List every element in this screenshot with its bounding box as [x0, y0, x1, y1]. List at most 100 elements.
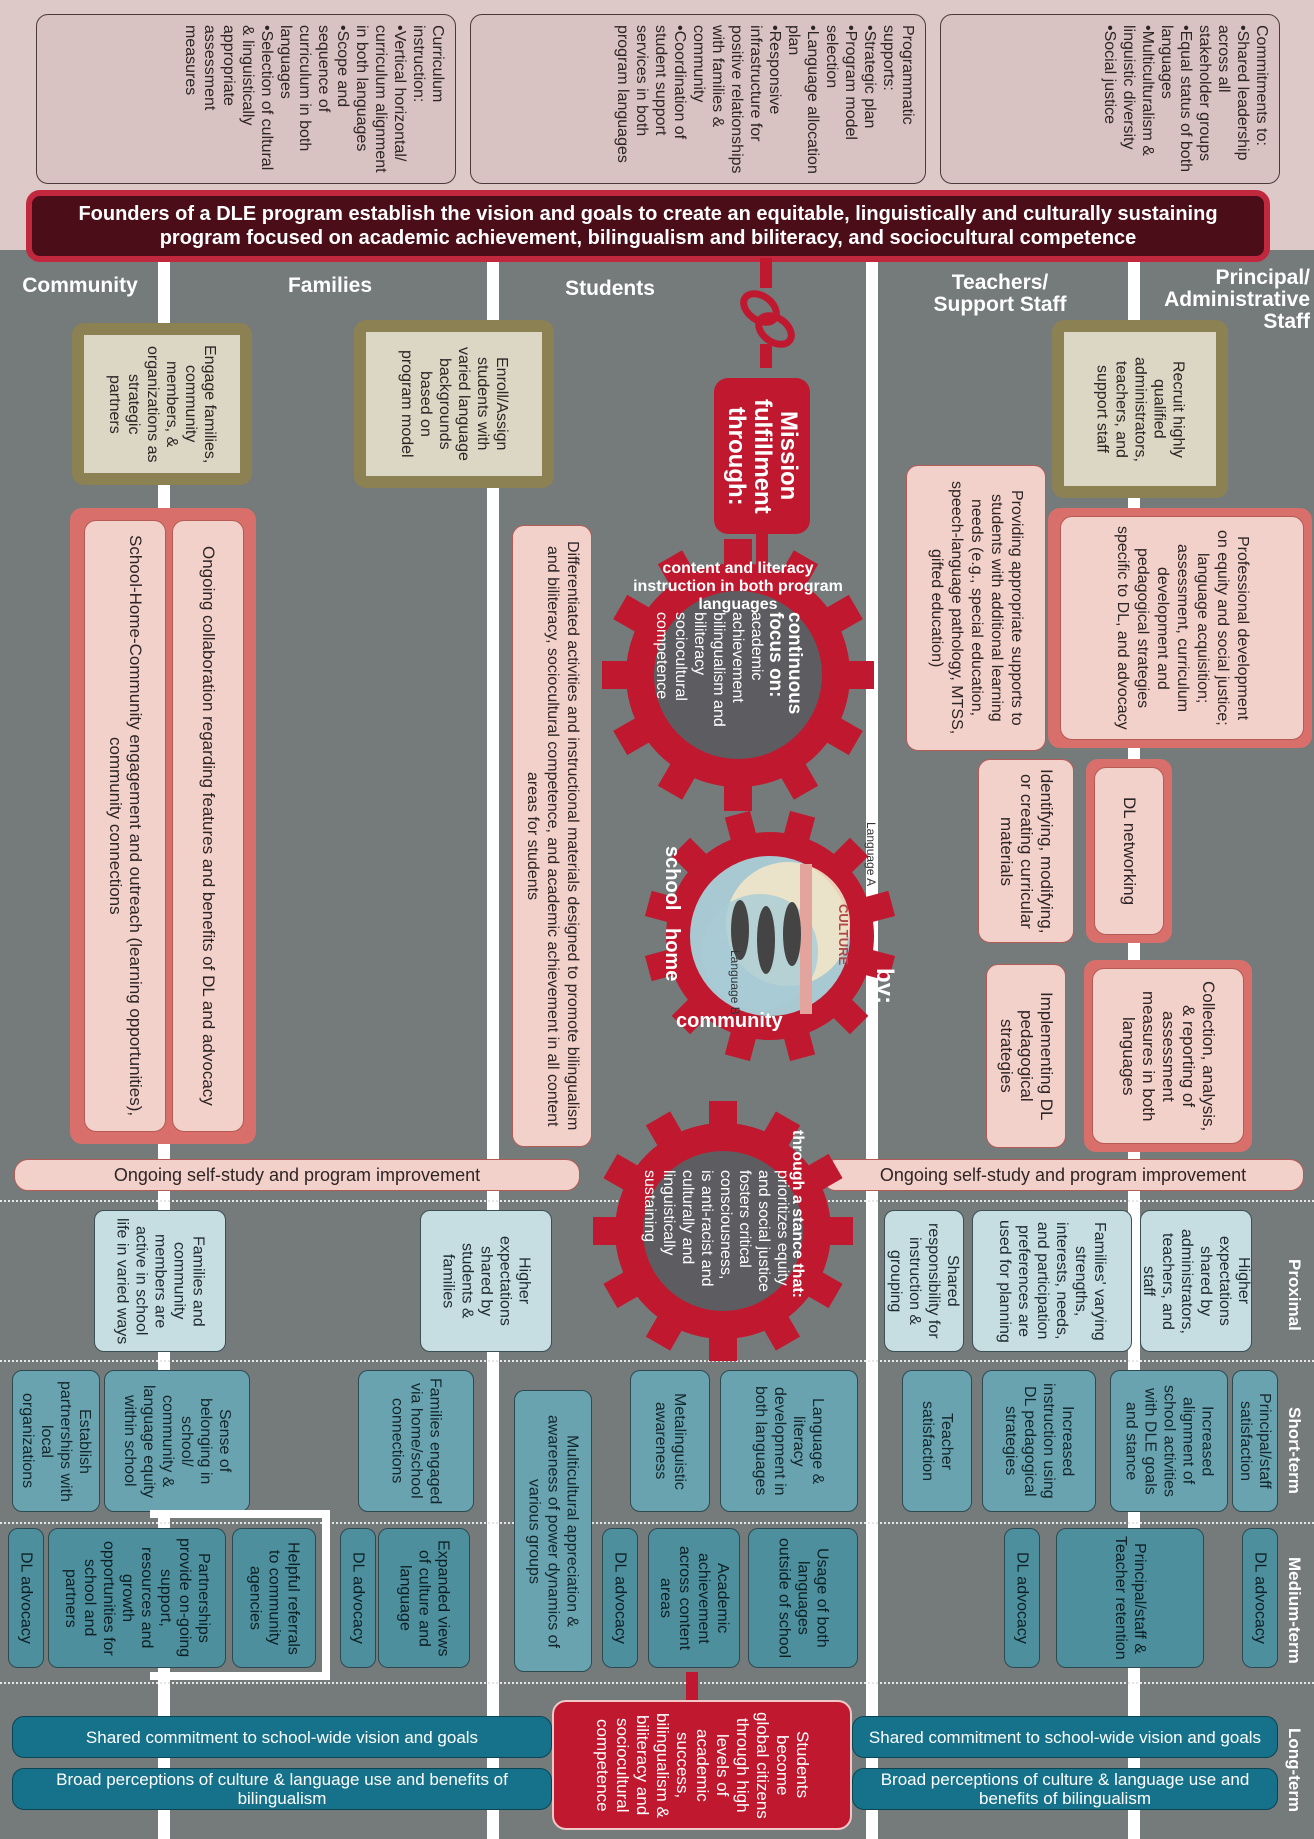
programmatic-label: Programmatic supports: [880, 25, 916, 125]
differentiated-activities-box: Differentiated activities and instructio… [512, 525, 592, 1147]
principal-satisfaction-box: Principal/staff satisfaction [1232, 1370, 1278, 1512]
curriculum-box: Curriculum instruction: Vertical horizon… [36, 14, 456, 184]
gear2-ring-community: community [676, 1010, 783, 1032]
curriculum-item: Scope and sequence of curriculum in both… [276, 25, 352, 175]
ongoing-collaboration-box: Ongoing collaboration regarding features… [172, 520, 244, 1132]
row-label-long-term: Long-term [1285, 1727, 1304, 1813]
establish-partnerships-box: Establish partnerships with local organi… [12, 1370, 100, 1512]
providing-supports-box: Providing appropriate supports to studen… [906, 465, 1046, 751]
row-label-short-term: Short-term [1285, 1406, 1304, 1494]
dl-networking-box: DL networking [1094, 767, 1164, 935]
families-engaged-box: Families engaged via home/school connect… [358, 1370, 474, 1512]
venn-culture: CULTURE [836, 904, 851, 966]
gear1-ring-text: content and literacy instruction in both… [633, 560, 843, 613]
commitment-item: Shared leadership across all stakeholder… [1195, 25, 1252, 175]
engage-partners-box: Engage families, community members, & or… [72, 323, 252, 485]
column-header-teachers: Teachers/ Support Staff [933, 271, 1067, 316]
row-divider [0, 1522, 1314, 1524]
shared-commitment-left: Shared commitment to school-wide vision … [12, 1716, 552, 1758]
helpful-referrals-box: Helpful referrals to community agencies [232, 1528, 316, 1668]
commitment-item: Social justice [1100, 25, 1119, 175]
gear2-ring-school: school [661, 846, 683, 911]
founders-banner: Founders of a DLE program establish the … [26, 190, 1270, 262]
dl-advocacy-community-box: DL advocacy [8, 1528, 44, 1668]
gear1-item: bilingualism and biliteracy [691, 612, 727, 727]
usage-both-languages-box: Usage of both languages outside of schoo… [748, 1528, 858, 1668]
teacher-satisfaction-box: Teacher satisfaction [902, 1370, 972, 1512]
programmatic-item: Program model selection [822, 25, 860, 175]
programmatic-item: Language allocation plan [784, 25, 822, 175]
curriculum-list: Vertical horizontal/ curriculum alignmen… [181, 25, 409, 175]
commitment-item: Equal status of both languages [1157, 25, 1195, 175]
row-label-proximal: Proximal [1285, 1259, 1304, 1331]
gear2-ring-home: home [661, 928, 683, 982]
higher-expectations-admin-box: Higher expectations shared by administra… [1140, 1210, 1252, 1352]
shared-commitment-right: Shared commitment to school-wide vision … [852, 1716, 1278, 1758]
column-header-families: Families [287, 274, 373, 297]
families-varying-box: Families' varying strengths, interests, … [972, 1210, 1132, 1352]
gear3-item: is anti-racist and culturally and lingui… [641, 1170, 715, 1287]
commitments-box: Commitments to: Shared leadership across… [940, 14, 1280, 184]
self-study-bar-left: Ongoing self-study and program improveme… [14, 1159, 580, 1191]
school-home-community-box: School-Home-Community engagement and out… [84, 520, 166, 1132]
broad-perceptions-left: Broad perceptions of culture & language … [12, 1768, 552, 1810]
broad-perceptions-right: Broad perceptions of culture & language … [852, 1768, 1278, 1810]
language-literacy-box: Language & literacy development in both … [720, 1370, 858, 1512]
expanded-views-box: Expanded views of culture and language [378, 1528, 470, 1668]
chain-link-icon [740, 258, 795, 368]
programmatic-box: Programmatic supports: Strategic plan Pr… [470, 14, 926, 184]
column-divider [866, 250, 878, 1839]
mission-fulfillment-label: Mission fulfillment through: [714, 378, 810, 534]
programmatic-list: Strategic plan Program model selection L… [613, 25, 879, 175]
recruit-staff-box: Recruit highly qualified administrators,… [1052, 320, 1228, 498]
dl-advocacy-principal-box: DL advocacy [1242, 1528, 1278, 1668]
implementing-strategies-box: Implementing DL pedagogical strategies [986, 964, 1066, 1148]
dl-advocacy-families-box: DL advocacy [340, 1528, 376, 1668]
commitments-list: Shared leadership across all stakeholder… [1100, 25, 1252, 175]
school-home-community-gear [644, 810, 896, 1062]
curriculum-item: Vertical horizontal/ curriculum alignmen… [352, 25, 409, 175]
enroll-students-box: Enroll/Assign students with varied langu… [354, 320, 554, 488]
column-header-community: Community [22, 274, 138, 297]
multicultural-appreciation-box: Multicultural appreciation & awareness o… [514, 1390, 592, 1672]
column-header-principal: Principal/ Administrative Staff [1164, 266, 1310, 333]
column-header-students: Students [565, 277, 655, 300]
curriculum-item: Selection of cultural & linguistically a… [181, 25, 276, 175]
sense-of-belonging-box: Sense of belonging in school/ community … [104, 1370, 250, 1512]
gear1-item: sociocultural competence [653, 612, 689, 701]
gear3-ring-text: through a stance that: [789, 1130, 806, 1299]
column-divider [487, 250, 499, 1839]
partnership-bracket [150, 1510, 330, 1680]
venn-language-a: Language A [864, 822, 878, 887]
programmatic-item: Coordination of student support services… [613, 25, 689, 175]
gear1-item: academic achievement [729, 612, 765, 703]
self-study-bar-right: Ongoing self-study and program improveme… [822, 1159, 1304, 1191]
professional-development-box: Professional development on equity and s… [1060, 516, 1304, 740]
gear1-content: continuous focus on: academic achievemen… [652, 612, 805, 736]
row-divider [0, 1682, 1314, 1684]
stance-gear [593, 1101, 853, 1361]
increased-instruction-box: Increased instruction using DL pedagogic… [982, 1370, 1096, 1512]
commitments-label: Commitments to: [1253, 25, 1270, 146]
staff-retention-box: Principal/staff & Teacher retention [1056, 1528, 1204, 1668]
dl-advocacy-teachers-box: DL advocacy [1004, 1528, 1040, 1668]
collection-analysis-box: Collection, analysis, & reporting of ass… [1092, 968, 1244, 1144]
venn-language-b: Language B [728, 950, 742, 1015]
commitment-item: Multiculturalism & linguistic diversity [1119, 25, 1157, 175]
curricular-materials-box: Identifying, modifying, or creating curr… [978, 759, 1074, 943]
metalinguistic-box: Metalinguistic awareness [630, 1370, 710, 1512]
gear3-content: prioritizes equity and social justice fo… [640, 1170, 792, 1300]
students-global-citizens-box: Students become global citizens through … [552, 1700, 852, 1830]
gear1-title: continuous focus on: [765, 612, 805, 715]
content-literacy-gear [602, 539, 874, 811]
families-active-box: Families and community members are activ… [94, 1210, 226, 1352]
programmatic-item: Strategic plan [860, 25, 879, 175]
shared-responsibility-box: Shared responsibility for instruction & … [884, 1210, 964, 1352]
curriculum-label: Curriculum instruction: [410, 25, 446, 103]
dl-advocacy-students-box: DL advocacy [602, 1528, 638, 1668]
increased-alignment-box: Increased alignment of school activities… [1110, 1370, 1228, 1512]
partnerships-support-box: Partnerships provide on-going support, r… [48, 1528, 226, 1668]
gear2-by-label: by: [871, 968, 898, 1004]
academic-achievement-box: Academic achievement across content area… [648, 1528, 740, 1668]
higher-expectations-students-box: Higher expectations shared by students &… [420, 1210, 552, 1352]
